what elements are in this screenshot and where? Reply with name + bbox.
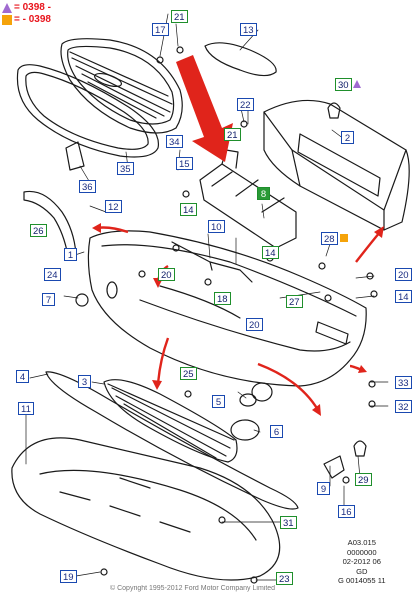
stamp-line-4: GD — [356, 566, 368, 576]
purple-triangle-icon — [2, 2, 12, 13]
callout-26[interactable]: 26 — [30, 224, 47, 237]
red-arrow-icon — [92, 55, 384, 416]
callout-27[interactable]: 27 — [286, 295, 303, 308]
callout-6[interactable]: 6 — [270, 425, 283, 438]
mount-bracket-part — [323, 455, 345, 479]
grommet-part — [353, 440, 367, 457]
tow-eye-cover-part — [75, 293, 89, 307]
grille-surround-part — [16, 64, 160, 158]
fog-bezel-part — [239, 393, 257, 407]
callout-21a[interactable]: 21 — [171, 10, 188, 23]
callout-16[interactable]: 16 — [338, 505, 355, 518]
legend-row-purple: = 0398 - — [2, 2, 51, 13]
callout-14b[interactable]: 14 — [180, 203, 197, 216]
callout-22[interactable]: 22 — [237, 98, 254, 111]
callout-21b[interactable]: 21 — [224, 128, 241, 141]
callout-29[interactable]: 29 — [355, 473, 372, 486]
stamp-line-3: 02-2012 06 — [342, 557, 381, 566]
callout-25[interactable]: 25 — [180, 367, 197, 380]
tow-cover-part — [251, 382, 273, 402]
callout-4[interactable]: 4 — [16, 370, 29, 383]
legend-label-orange: = - 0398 — [14, 14, 51, 25]
stamp-line-5: G 0014055 11 — [338, 576, 386, 585]
push-clip-part — [327, 102, 341, 119]
legend-row-orange: = - 0398 — [2, 14, 51, 25]
callout-14c[interactable]: 14 — [395, 290, 412, 303]
copyright-notice: © Copyright 1995-2012 Ford Motor Company… — [110, 585, 276, 592]
callout-20c[interactable]: 20 — [395, 268, 412, 281]
callout-19[interactable]: 19 — [60, 570, 77, 583]
callout-30[interactable]: 30 — [335, 78, 352, 91]
callout-35[interactable]: 35 — [117, 162, 134, 175]
fog-lamp-part — [230, 419, 260, 441]
callout-34[interactable]: 34 — [166, 135, 183, 148]
callout-5[interactable]: 5 — [212, 395, 225, 408]
purple-triangle-icon — [353, 80, 361, 88]
reinforcement-bracket-part — [199, 149, 297, 249]
grille-clip-part — [65, 141, 85, 171]
callout-12[interactable]: 12 — [105, 200, 122, 213]
impact-absorber-part — [263, 99, 410, 231]
bumper-cover-part — [87, 230, 367, 387]
callout-10[interactable]: 10 — [208, 220, 225, 233]
callout-36[interactable]: 36 — [79, 180, 96, 193]
callout-23[interactable]: 23 — [276, 572, 293, 585]
callout-31[interactable]: 31 — [280, 516, 297, 529]
callout-20a[interactable]: 20 — [158, 268, 175, 281]
callout-18[interactable]: 18 — [214, 292, 231, 305]
callout-9[interactable]: 9 — [317, 482, 330, 495]
callout-2[interactable]: 2 — [341, 131, 354, 144]
callout-17[interactable]: 17 — [152, 23, 169, 36]
orange-square-icon — [2, 14, 12, 25]
orange-square-icon — [340, 234, 348, 242]
rod-bracket-right-part — [209, 261, 253, 283]
callout-7[interactable]: 7 — [42, 293, 55, 306]
callout-11[interactable]: 11 — [18, 402, 34, 415]
emblem-pad-part — [204, 42, 277, 77]
callout-28[interactable]: 28 — [321, 232, 338, 245]
callout-1[interactable]: 1 — [64, 248, 77, 261]
stamp-line-2: 0000000 — [347, 547, 377, 557]
drawing-reference-stamp: A03.015 0000000 02-2012 06 GD G 0014055 … — [338, 538, 386, 586]
grille-part — [60, 38, 183, 134]
callout-32[interactable]: 32 — [395, 400, 412, 413]
lip-strip-part — [45, 371, 299, 510]
callout-24[interactable]: 24 — [44, 268, 61, 281]
lower-grille-part — [103, 379, 238, 463]
callout-13[interactable]: 13 — [240, 23, 257, 36]
callout-14a[interactable]: 14 — [262, 246, 279, 259]
undertray-part — [11, 437, 281, 581]
legend-label-purple: = 0398 - — [14, 2, 51, 13]
callout-33[interactable]: 33 — [395, 376, 412, 389]
callout-15[interactable]: 15 — [176, 157, 193, 170]
stamp-line-1: A03.015 — [347, 538, 376, 547]
callout-20b[interactable]: 20 — [246, 318, 263, 331]
callout-8[interactable]: 8 — [257, 187, 270, 200]
callout-3[interactable]: 3 — [78, 375, 91, 388]
